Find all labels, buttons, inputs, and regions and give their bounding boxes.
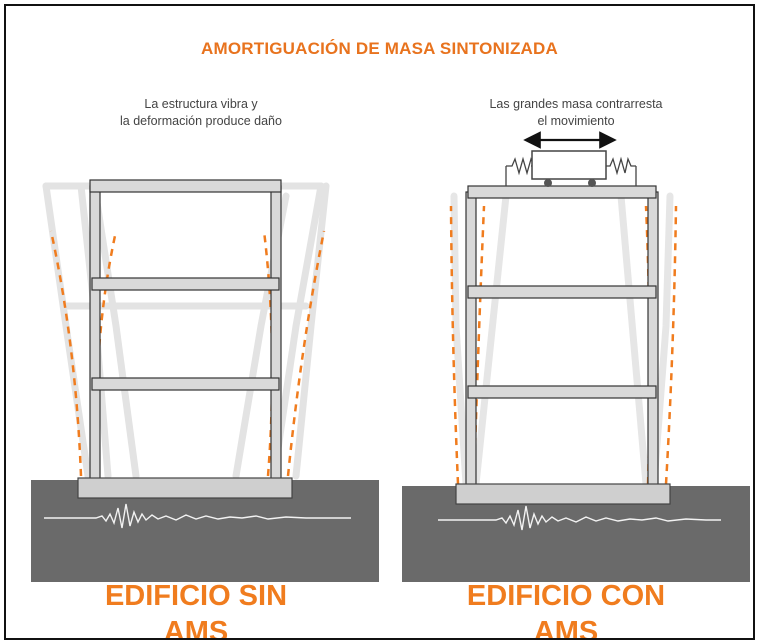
left-caption-line-2: la deformación produce daño (120, 114, 282, 128)
diagram-title: AMORTIGUACIÓN DE MASA SINTONIZADA (201, 39, 558, 58)
right-ghost-deformation (450, 192, 674, 488)
right-ground (402, 483, 750, 582)
left-caption: La estructura vibra y la deformación pro… (61, 96, 341, 130)
left-ground (31, 477, 379, 582)
diagram-illustration (31, 131, 750, 582)
seismic-wave-icon (44, 503, 351, 529)
right-building-label: EDIFICIO CON AMS (436, 578, 696, 640)
right-label-line-2: AMS (533, 616, 599, 640)
tuned-mass-damper (505, 150, 637, 187)
left-building-label: EDIFICIO SIN AMS (66, 578, 326, 640)
left-label-line-1: EDIFICIO SIN (104, 580, 288, 612)
right-label-line-1: EDIFICIO CON (466, 580, 666, 612)
spring-icon (606, 156, 636, 176)
left-ghost-deformation (42, 182, 330, 480)
right-building-frame (465, 185, 659, 489)
left-caption-line-1: La estructura vibra y (144, 97, 258, 111)
right-caption-line-1: Las grandes masa contrarresta (489, 97, 663, 111)
seismic-wave-icon (438, 505, 721, 531)
right-caption: Las grandes masa contrarresta el movimie… (426, 96, 726, 130)
diagram-frame: AMORTIGUACIÓN DE MASA SINTONIZADA La est… (4, 4, 755, 640)
left-label-line-2: AMS (163, 616, 229, 640)
spring-icon (506, 156, 535, 176)
right-caption-line-2: el movimiento (537, 114, 615, 128)
